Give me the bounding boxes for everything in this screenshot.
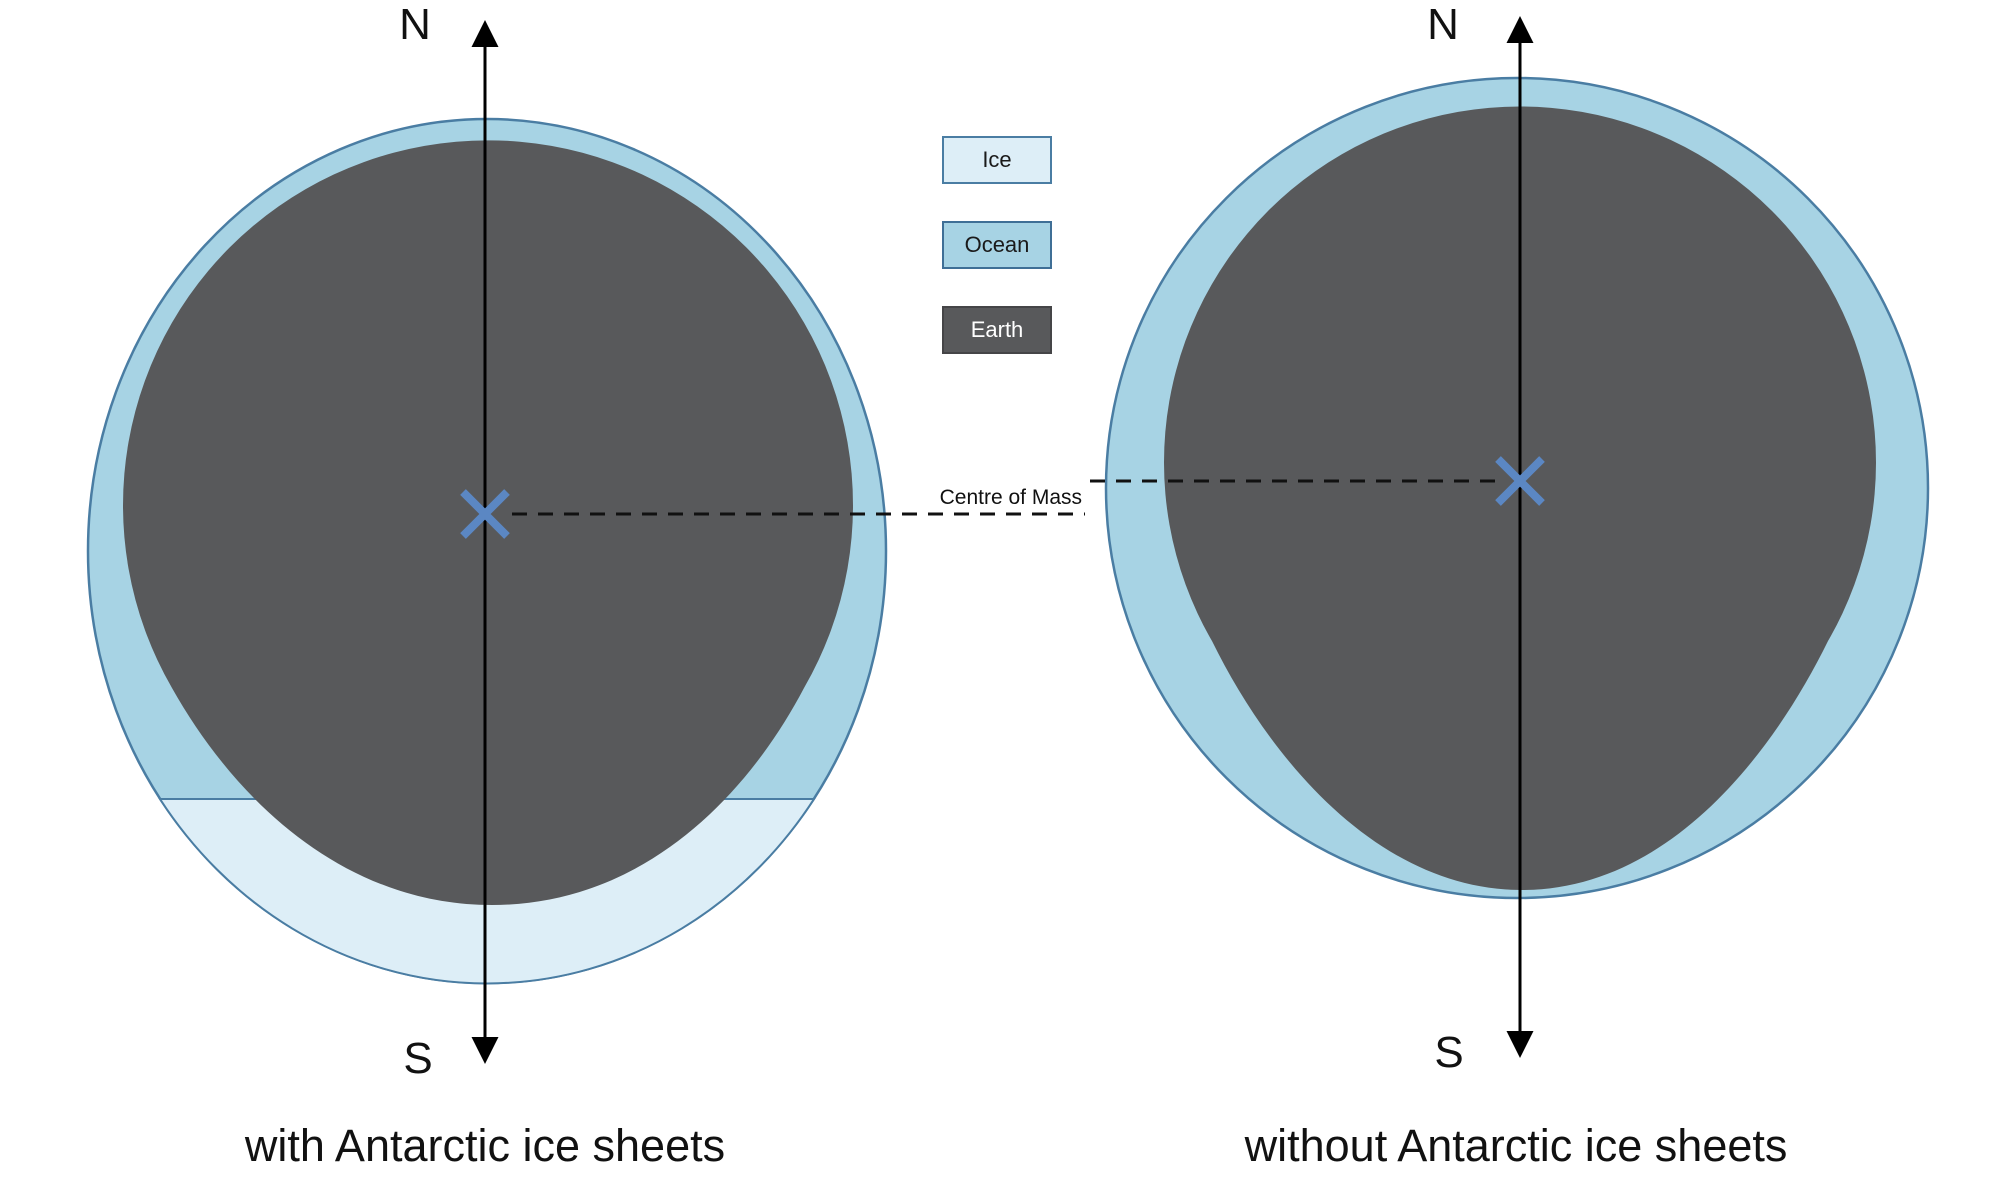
centre-of-mass-x-marker [460,489,510,539]
centre-of-mass-x-marker [1495,456,1545,506]
centre-of-mass-label: Centre of Mass [939,486,1082,509]
centre-of-mass-connector [512,479,1495,516]
legend-item-earth: Earth [942,306,1052,354]
legend-item-ice: Ice [942,136,1052,184]
caption-without-ice-sheets: without Antarctic ice sheets [1244,1120,1788,1171]
north-label-right: N [1427,0,1459,49]
south-label-right: S [1434,1028,1464,1077]
legend-item-ocean: Ocean [942,221,1052,269]
north-label-left: N [399,0,431,49]
south-label-left: S [403,1034,433,1083]
globe-with-ice-sheets [86,20,888,1064]
globe-without-ice-sheets [1104,16,1930,1058]
legend: Ice Ocean Earth [942,136,1052,354]
caption-with-ice-sheets: with Antarctic ice sheets [244,1120,726,1171]
